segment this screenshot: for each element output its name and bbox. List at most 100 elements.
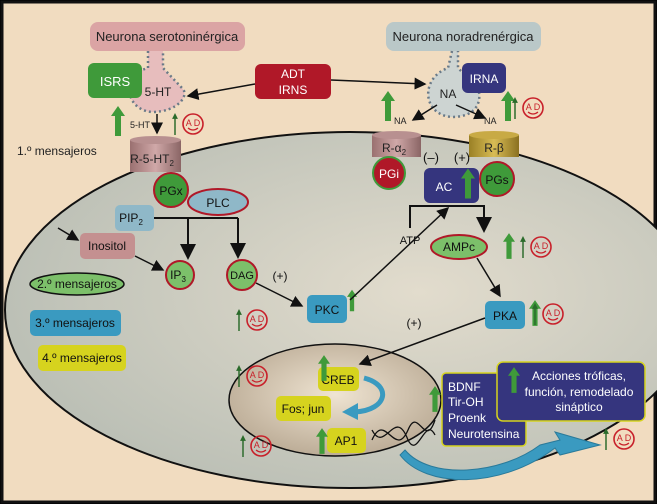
ralpha2-subscript: 2 — [402, 148, 407, 157]
arrow-to-inositol — [57, 227, 80, 241]
svg-text:PIP2: PIP2 — [119, 211, 143, 227]
pgi-label: PGi — [379, 167, 399, 181]
adt-label: ADT — [281, 67, 306, 81]
svg-text:IP3: IP3 — [170, 268, 186, 284]
second-messengers-legend — [29, 272, 125, 296]
dna-strand-icon — [371, 426, 436, 446]
isrs-label: ISRS — [100, 74, 131, 89]
ampc-node — [430, 234, 488, 260]
gene-item: Neurotensina — [448, 427, 520, 441]
pgi-node — [372, 156, 406, 190]
plc-label: PLC — [206, 196, 230, 210]
dag-node — [226, 259, 258, 291]
svg-text:A D: A D — [546, 308, 561, 318]
serotonergic-neuron-box — [90, 22, 245, 51]
dag-plus-sign: (+) — [273, 269, 288, 283]
serotonin-terminal — [128, 51, 186, 114]
isrs-box — [88, 63, 142, 98]
second-messengers-label: 2.º mensajeros — [37, 277, 117, 291]
effects-box — [496, 361, 646, 422]
adt-irns-box — [255, 64, 331, 99]
ac-plus-sign: (+) — [454, 150, 470, 165]
pkc-node — [307, 295, 347, 323]
output-curved-arrow — [399, 431, 602, 481]
antidepressant-face-icon: A D — [182, 113, 204, 135]
ampc-label: AMPc — [443, 240, 475, 254]
ip3-subscript: 3 — [181, 275, 186, 284]
pip2-node — [115, 205, 154, 231]
gene-item: Tir-OH — [448, 395, 484, 409]
effects-line: sináptico — [555, 400, 603, 414]
na-left-label: NA — [394, 116, 407, 126]
arrow-to-5ht — [186, 83, 256, 101]
r-beta-receptor: R-β — [469, 131, 519, 157]
svg-text:A D: A D — [534, 241, 549, 251]
antidepressant-face-icon: A D — [522, 97, 544, 119]
atp-label: ATP — [400, 235, 421, 247]
gene-item: Proenk — [448, 411, 487, 425]
rbeta-label: R-β — [484, 141, 504, 155]
pgx-node — [153, 172, 189, 208]
arrow-dag-pkc — [255, 282, 304, 307]
r-alpha2-receptor: R-α2 — [372, 131, 421, 157]
creb-node — [318, 367, 359, 391]
5ht-label: 5-HT — [145, 85, 172, 99]
creb-fos-arrowhead — [342, 403, 358, 420]
svg-text:A D: A D — [250, 314, 265, 324]
ip3-node — [165, 260, 195, 290]
r5ht2-subscript: 2 — [169, 159, 174, 168]
fosjun-node — [276, 396, 331, 421]
svg-text:A D: A D — [254, 440, 269, 450]
antidepressant-face-icon: A D — [613, 428, 635, 450]
5ht-small-label: 5-HT — [130, 120, 151, 130]
pip2-label: PIP — [119, 211, 138, 225]
r-5ht2-receptor: R-5-HT2 — [130, 136, 181, 172]
ac-label: AC — [436, 180, 453, 194]
antidepressant-face-icon: A D — [246, 309, 268, 331]
creb-label: CREB — [321, 373, 354, 387]
effects-text: Acciones tróficas, función, remodelado s… — [525, 369, 634, 414]
svg-text:R-5-HT2: R-5-HT2 — [130, 152, 174, 168]
svg-text:A D: A D — [526, 102, 541, 112]
inositol-label: Inositol — [88, 239, 126, 253]
nucleus — [228, 343, 442, 457]
arrow-na-beta — [455, 104, 487, 120]
pgs-label: PGs — [485, 173, 508, 187]
ralpha2-label: R-α — [382, 141, 402, 155]
pip2-subscript: 2 — [138, 218, 143, 227]
antidepressant-face-icon: A D — [246, 365, 268, 387]
arrow-to-na — [330, 77, 427, 90]
arrow-pka-creb — [358, 317, 486, 367]
first-messengers-label: 1.º mensajeros — [17, 144, 97, 158]
irns-label: IRNS — [279, 83, 308, 97]
svg-text:A D: A D — [250, 370, 265, 380]
gene-item: BDNF — [448, 380, 481, 394]
pkc-label: PKC — [315, 303, 340, 317]
noradrenergic-neuron-label: Neurona noradrenérgica — [393, 29, 535, 44]
pka-label: PKA — [493, 309, 517, 323]
atp-to-ampc-line — [409, 205, 492, 233]
fosjun-label: Fos; jun — [282, 402, 325, 416]
effects-line: función, remodelado — [525, 385, 634, 399]
ap1-label: AP1 — [335, 434, 358, 448]
serotonergic-neuron-label: Neurona serotoninérgica — [96, 29, 239, 44]
svg-text:R-α2: R-α2 — [382, 141, 407, 157]
pka-node — [485, 301, 525, 329]
third-messengers-label: 3.º mensajeros — [35, 316, 115, 330]
irna-label: IRNA — [470, 72, 499, 86]
arrow-na-alpha — [411, 104, 438, 121]
svg-text:A D: A D — [186, 118, 201, 128]
creb-fos-curve — [354, 375, 385, 415]
arrow-pkc-ac — [349, 206, 450, 301]
svg-text:A D: A D — [617, 433, 632, 443]
ap1-node — [327, 428, 366, 453]
irna-box — [462, 63, 506, 93]
minus-sign: (–) — [423, 150, 439, 165]
arrow-ampc-pka — [476, 257, 501, 298]
dag-label: DAG — [230, 270, 254, 282]
pgx-label: PGx — [159, 184, 182, 198]
r5ht2-label: R-5-HT — [130, 152, 170, 166]
inositol-node — [80, 233, 135, 259]
